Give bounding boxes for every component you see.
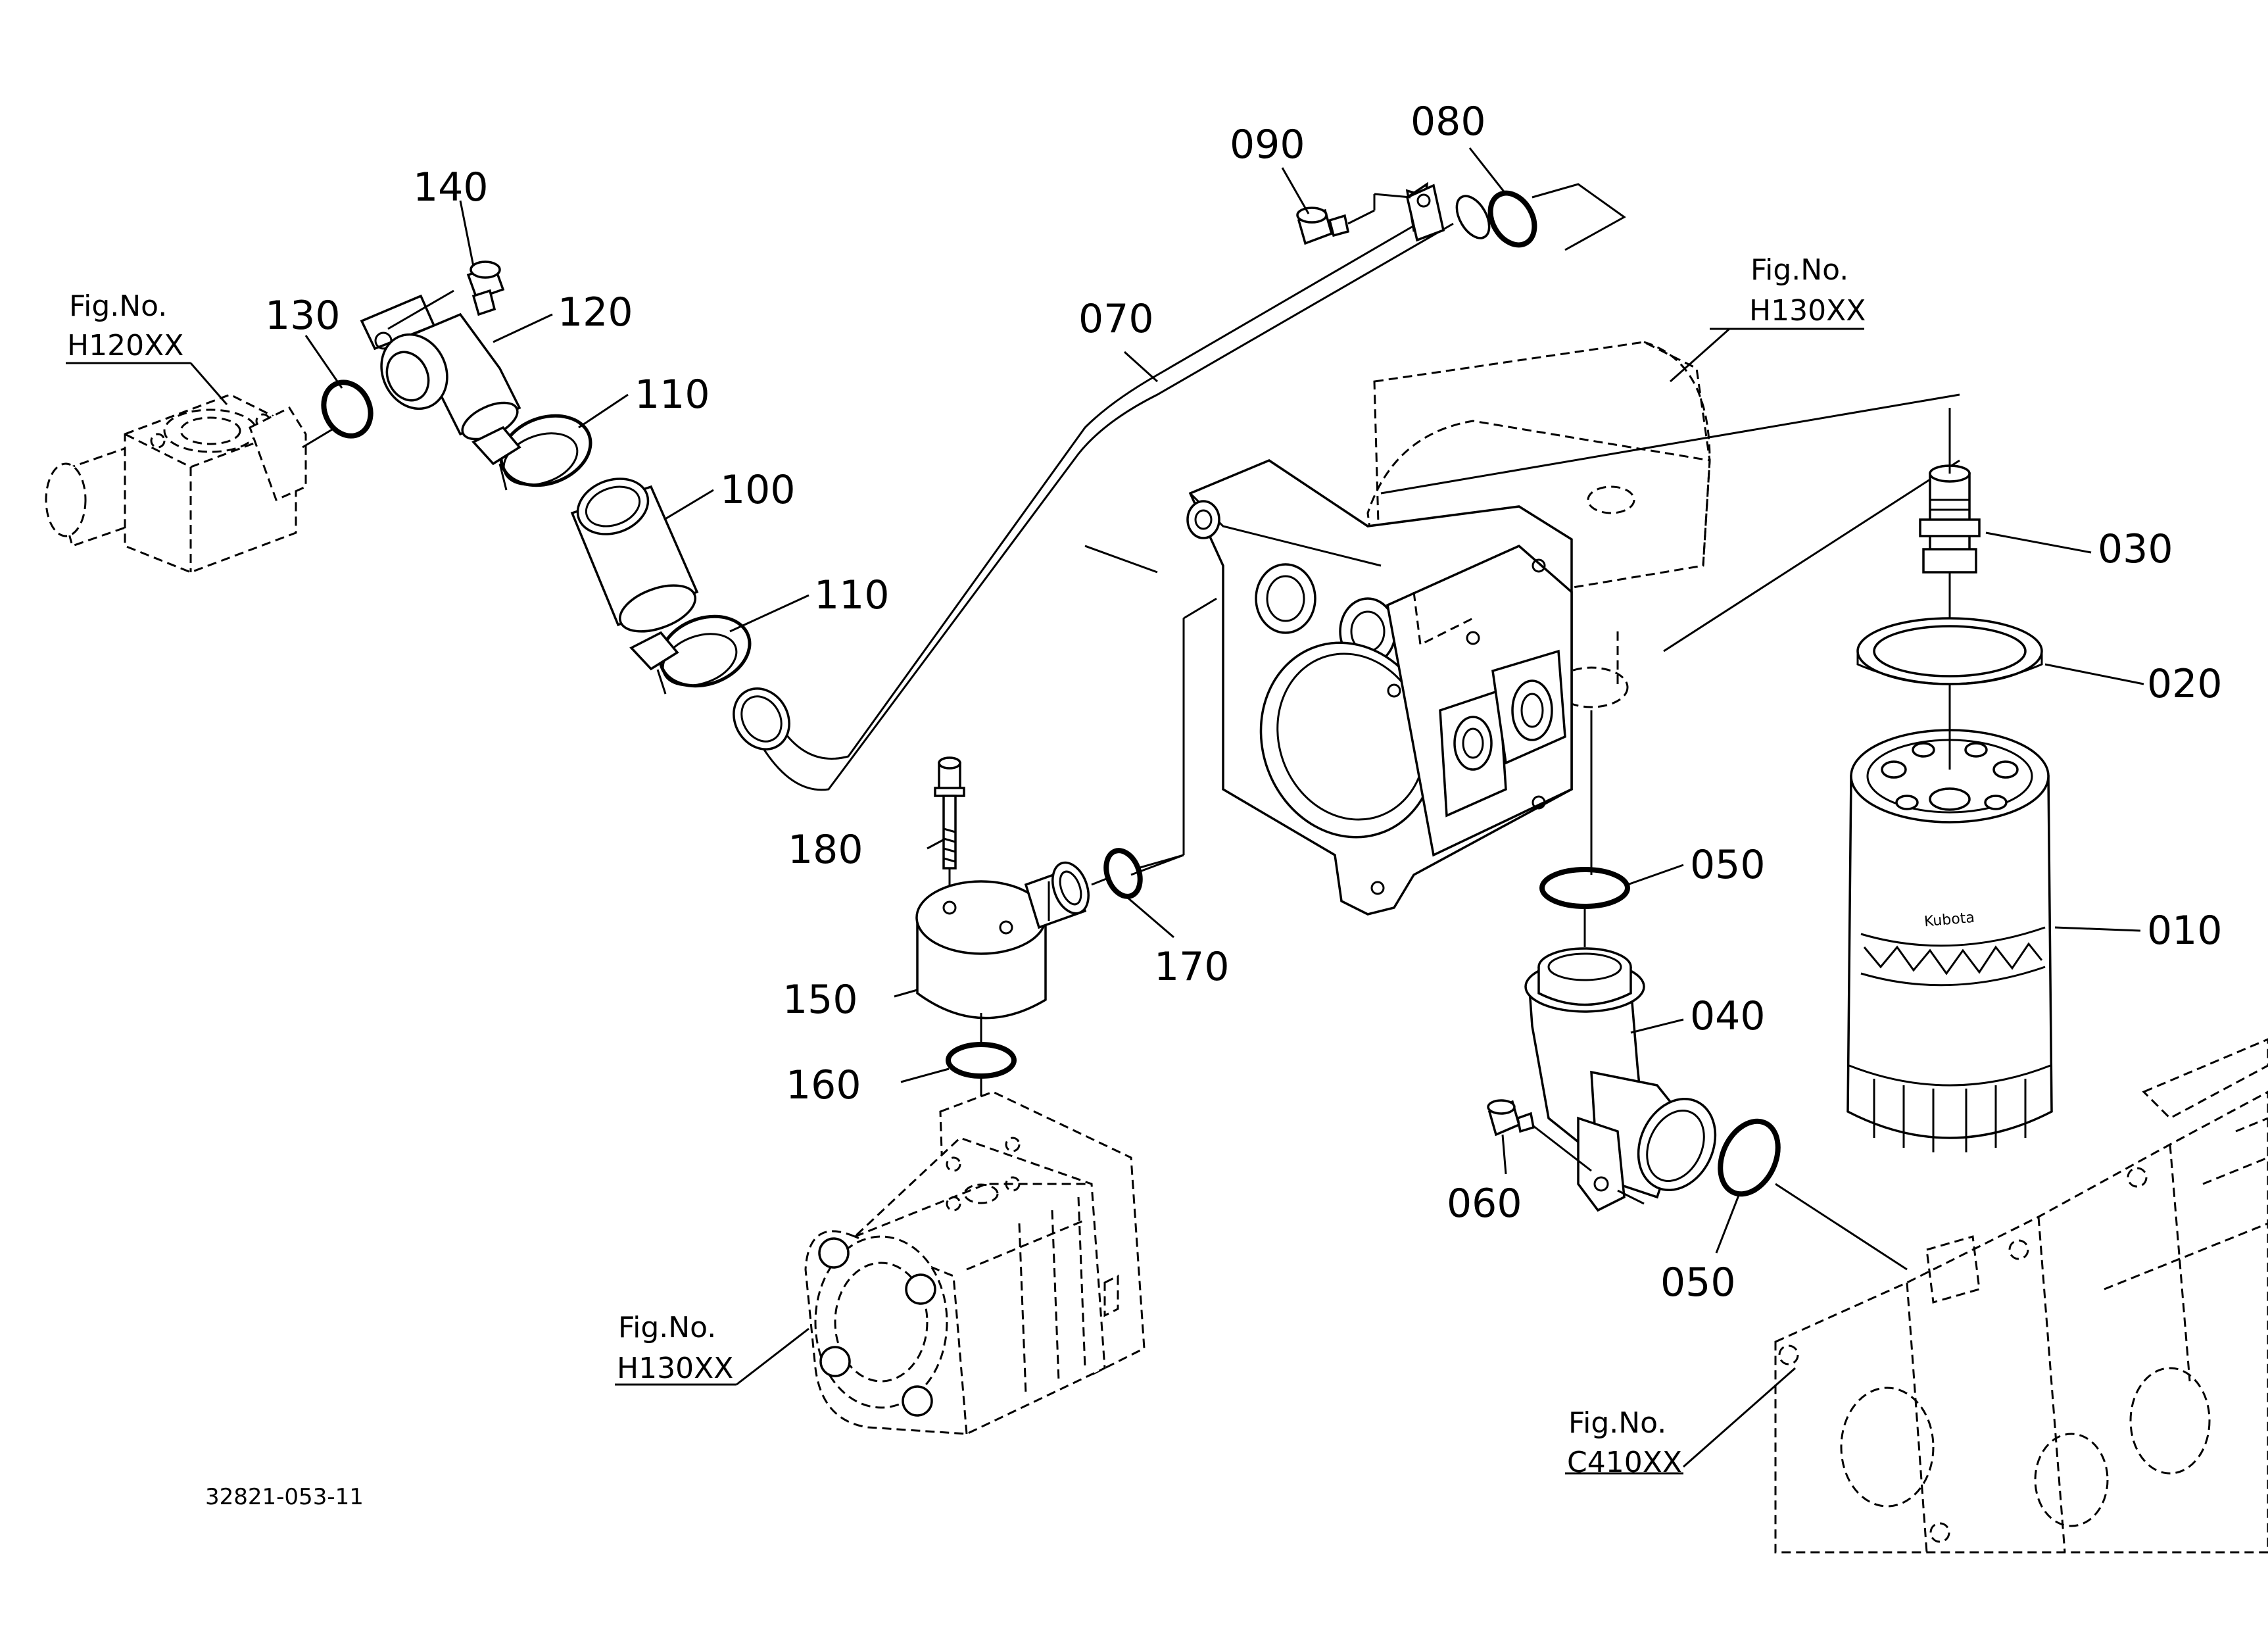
callout-060: 060 [1447,1181,1522,1227]
fig-ref-h120-code: H120XX [67,329,183,362]
fig-ref-h130-pump-title: Fig.No. [618,1311,716,1344]
callout-130: 130 [265,293,341,339]
hose-clamp-110-upper [471,414,592,491]
o-ring-050-lower [1718,1118,1781,1197]
callout-010: 010 [2147,908,2223,954]
bolt-060 [1487,1099,1535,1137]
fig-ref-h120-title: Fig.No. [69,289,167,323]
callout-160: 160 [786,1062,861,1108]
callout-110-upper: 110 [635,372,710,418]
callout-100: 100 [720,467,796,513]
o-ring-160 [946,1042,1017,1079]
callout-180: 180 [788,827,863,873]
elbow-040 [1524,947,1717,1212]
callout-140: 140 [413,164,489,210]
callout-110-lower: 110 [814,572,890,618]
elbow-120 [360,294,521,441]
fig-ref-h130-pump-code: H130XX [617,1352,733,1385]
callout-070: 070 [1078,296,1154,342]
pump-h130-drawing [804,1091,1146,1435]
fig-ref-h130-top-title: Fig.No. [1750,253,1848,287]
oil-filter-010 [1846,729,2053,1152]
o-ring-050-upper [1539,867,1630,909]
block-150 [915,861,1090,1020]
callout-020: 020 [2147,661,2223,707]
pipe-070 [733,182,1491,791]
fig-ref-c410-title: Fig.No. [1568,1406,1666,1440]
callout-080: 080 [1411,99,1486,145]
drawing-number: 32821-053-11 [205,1484,364,1510]
callout-040: 040 [1690,993,1766,1039]
callout-150: 150 [783,977,858,1023]
o-ring-170 [1103,848,1143,899]
callout-170: 170 [1154,944,1230,990]
bolt-090 [1296,207,1350,245]
hose-clamp-110-lower [629,614,752,695]
leader-lines [304,147,2144,1254]
bolt-180 [934,756,965,870]
callout-050-lower: 050 [1660,1260,1736,1306]
engine-block-c410-drawing [1774,1038,2268,1554]
bolt-140 [466,260,505,316]
fig-ref-c410-code: C410XX [1567,1446,1682,1479]
callout-030: 030 [2098,526,2173,572]
housing-h120-drawing [45,393,307,574]
o-ring-080 [1487,190,1537,248]
callout-050-upper: 050 [1690,842,1766,888]
valve-body-drawing [1186,459,1573,916]
callout-120: 120 [558,289,633,335]
callout-090: 090 [1230,122,1305,168]
hose-100 [570,478,699,633]
fig-ref-h130-top-code: H130XX [1749,294,1866,328]
nipple-030 [1919,464,1981,574]
gasket-020 [1856,617,2043,685]
o-ring-130 [321,380,374,439]
